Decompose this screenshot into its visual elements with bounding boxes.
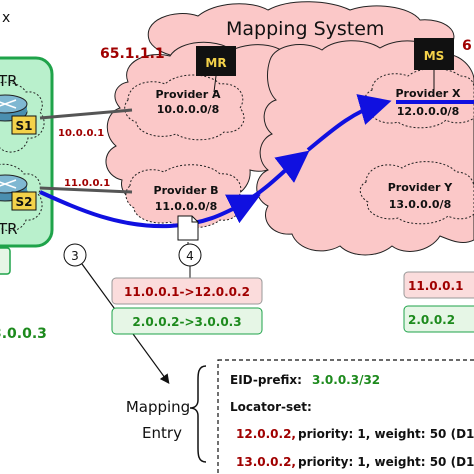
mapping-entry-caption-2: Entry [142,424,182,442]
s1-tag-box [11,115,37,135]
link-s2-provider-b [39,186,133,194]
provider-a-name: Provider A [155,88,221,101]
site-tag-top: TR [0,72,18,90]
mapping-entry-frame [217,359,474,474]
provider-a-prefix: 10.0.0.0/8 [157,103,219,116]
provider-x-bubble [364,68,474,129]
eid-prefix-value: 3.0.0.3/32 [312,373,380,387]
s2-tag-box [11,191,37,211]
provider-x-prefix: 12.0.0.0/8 [397,105,459,118]
provider-b-prefix: 11.0.0.0/8 [155,200,217,213]
ms-tag: MS [424,49,445,63]
eid-prefix-label: EID-prefix: [230,373,302,387]
outer-header-text-right: 11.0.0.1 [408,279,463,293]
site-tag-bottom: TR [0,220,18,238]
step-3-label: 3 [71,249,79,263]
s1-link-ip: 10.0.0.1 [58,128,104,139]
provider-b-name: Provider B [154,184,219,197]
locator-set-label: Locator-set: [230,400,312,414]
mapping-system-title: Mapping System [226,18,384,40]
step-3-circle [63,243,87,267]
locator-1-text: priority: 1, weight: 50 (D1) [298,427,474,441]
inner-header-box-right [403,305,474,333]
provider-y-prefix: 13.0.0.0/8 [389,198,451,211]
mr-ip-label: 65.1.1.1 [100,46,165,62]
link-s1-provider-a [39,108,133,120]
packet-icon [177,215,199,241]
outer-header-text: 11.0.0.1->12.0.0.2 [124,285,250,299]
s2-link-ip: 11.0.0.1 [64,178,110,189]
provider-y-name: Provider Y [388,181,454,194]
ms-ip-partial: 6 [462,38,472,54]
locator-1-ip: 12.0.0.2, [236,427,296,441]
provider-y-bubble [359,161,474,225]
outer-header-box [111,277,263,305]
mapping-entry-caption-1: Mapping [126,398,190,416]
provider-x-name: Provider X [395,87,461,100]
data-path-arrow-2 [246,150,310,202]
router-s2-label: S2 [16,195,33,209]
site-left-edge-text: x [2,10,10,26]
locator-2-ip: 13.0.0.2, [236,455,296,469]
router-s1-label: S1 [16,119,33,133]
mr-tag: MR [205,56,226,70]
inner-header-text: 2.0.0.2->3.0.0.3 [132,315,241,329]
inner-header-box [111,307,263,335]
data-path-arrow-3 [306,94,392,152]
inner-header-text-right: 2.0.0.2 [408,313,455,327]
outer-header-box-right [403,271,474,299]
data-path-arrow-1 [39,190,261,229]
step-4-label: 4 [186,249,194,263]
locator-2-text: priority: 1, weight: 50 (D1) [298,455,474,469]
mr-link [213,75,217,93]
left-partial-box [0,247,11,275]
left-dest-eid: 3.0.0.3 [0,326,47,342]
ms-box [414,38,454,70]
mapping-entry-brace [189,365,207,463]
mr-box [196,46,236,76]
